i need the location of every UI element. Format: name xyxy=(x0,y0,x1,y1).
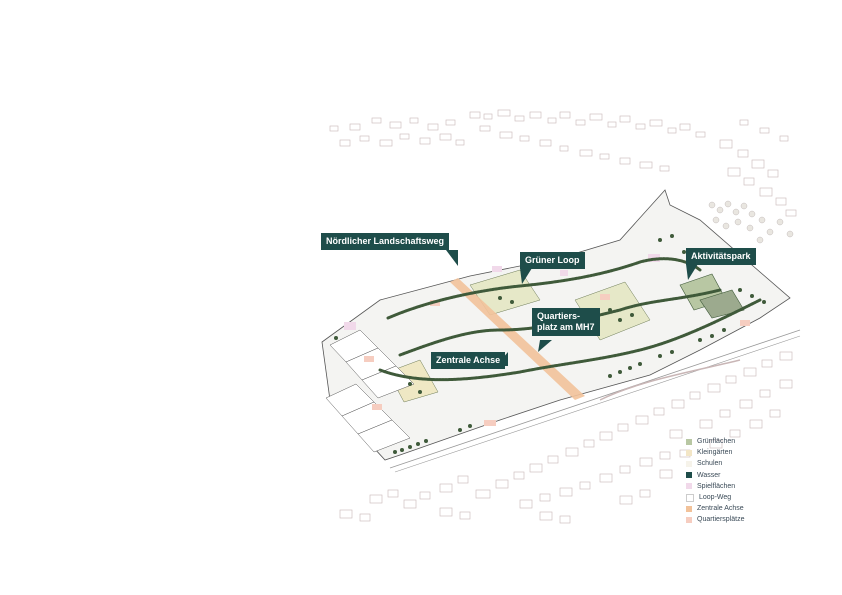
legend-label: Kleingärten xyxy=(697,449,733,457)
legend-item: Kleingärten xyxy=(686,447,744,458)
tree-dots xyxy=(334,234,766,454)
legend-item: Spielflächen xyxy=(686,481,744,492)
legend-item: Quartiersplätze xyxy=(686,514,744,525)
south-rail-line-2 xyxy=(394,335,801,473)
label-quartiersplatz-line2: platz am MH7 xyxy=(537,322,595,332)
legend-label: Zentrale Achse xyxy=(697,505,744,513)
surrounding-buildings-south xyxy=(339,351,793,524)
legend-swatch xyxy=(686,483,692,490)
central-axis xyxy=(450,278,585,400)
surrounding-buildings-north xyxy=(329,109,797,217)
legend-swatch xyxy=(686,505,692,512)
south-rail-line xyxy=(389,329,801,469)
legend-label: Quartiersplätze xyxy=(697,516,745,524)
map-legend: Grünflächen Kleingärten Schulen Wasser S… xyxy=(686,436,744,526)
label-gruner-loop: Grüner Loop xyxy=(520,252,585,269)
legend-swatch xyxy=(686,516,692,523)
label-aktivitatspark: Aktivitätspark xyxy=(686,248,756,265)
legend-item: Wasser xyxy=(686,470,744,481)
legend-label: Grünflächen xyxy=(697,438,736,446)
legend-item: Grünflächen xyxy=(686,436,744,447)
legend-swatch xyxy=(686,449,692,456)
legend-item: Loop-Weg xyxy=(686,492,744,503)
label-nordlicher-landschaftsweg: Nördlicher Landschaftsweg xyxy=(321,233,450,250)
label-quartiersplatz-line1: Quartiers- xyxy=(537,311,581,321)
legend-swatch xyxy=(686,460,692,467)
label-quartiersplatz: Quartiers- platz am MH7 xyxy=(532,308,600,336)
legend-label: Wasser xyxy=(697,471,721,479)
legend-label: Schulen xyxy=(697,460,723,468)
legend-label: Loop-Weg xyxy=(699,494,732,502)
label-zentrale-achse: Zentrale Achse xyxy=(431,352,506,369)
curved-road xyxy=(599,359,741,401)
legend-swatch xyxy=(686,493,694,502)
legend-swatch xyxy=(686,438,692,445)
legend-item: Schulen xyxy=(686,458,744,469)
legend-swatch xyxy=(686,472,692,479)
legend-item: Zentrale Achse xyxy=(686,503,744,514)
legend-label: Spielflächen xyxy=(697,482,736,490)
tree-cluster-northeast xyxy=(708,200,794,244)
